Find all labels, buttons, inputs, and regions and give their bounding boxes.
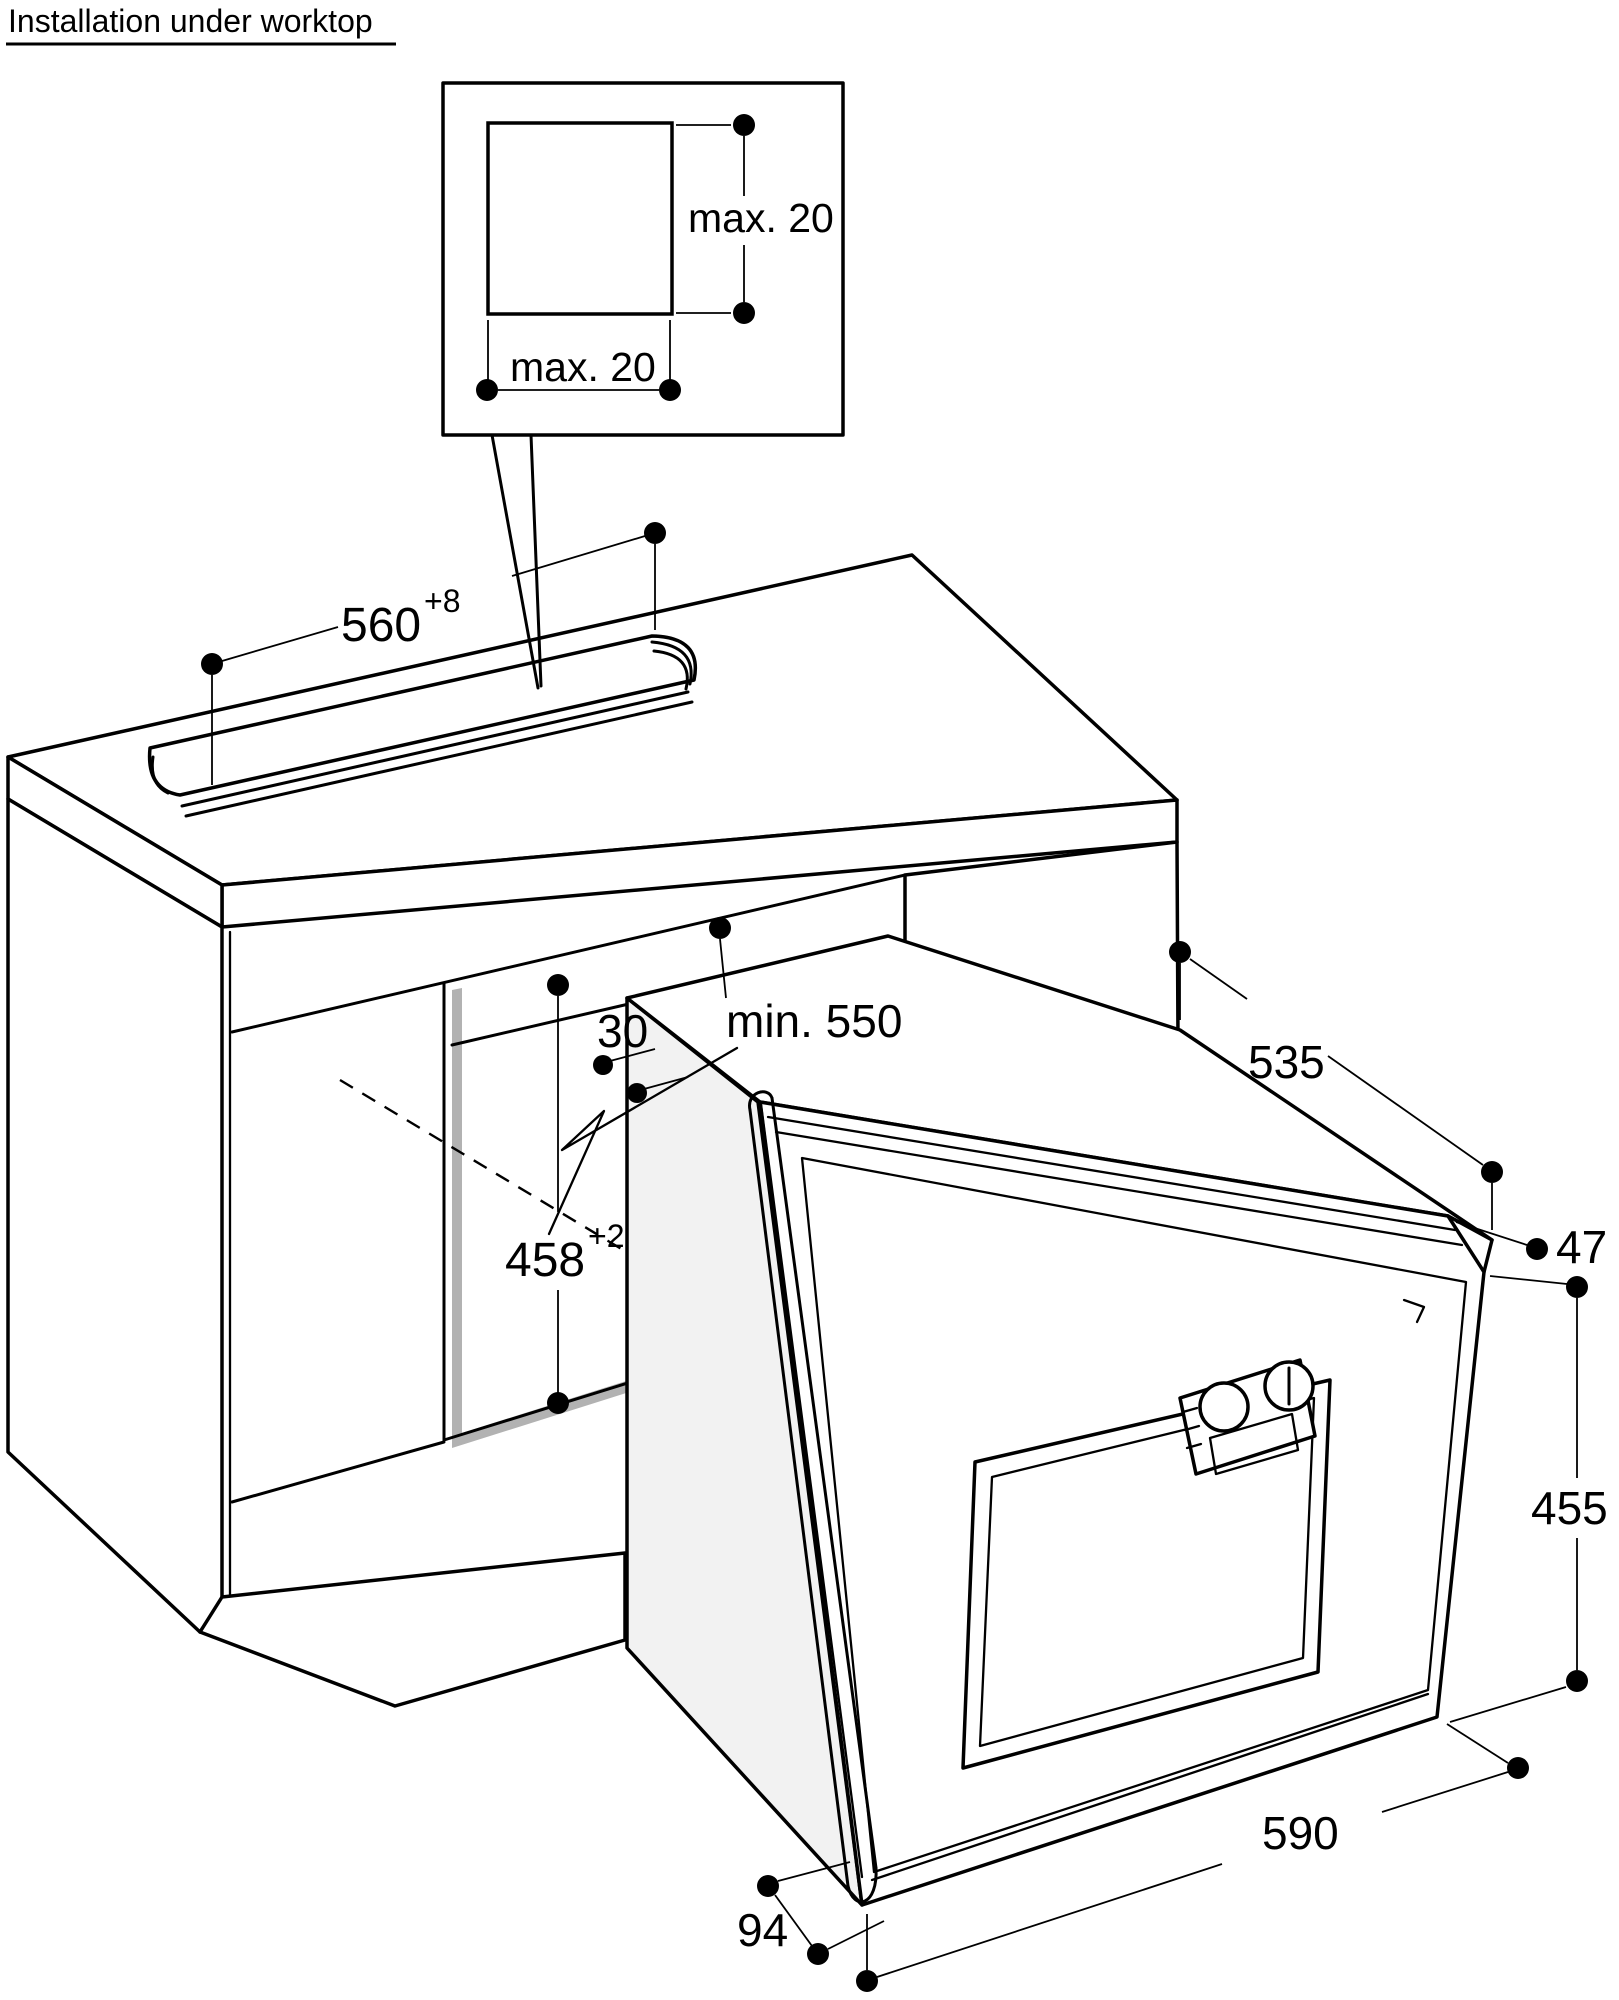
dim-endpoint-dot bbox=[1526, 1238, 1548, 1260]
dim-455-label: 455 bbox=[1531, 1482, 1608, 1534]
dim-min550-label: min. 550 bbox=[726, 995, 902, 1047]
dim-endpoint-dot bbox=[1566, 1276, 1588, 1298]
dim-max20-horizontal-label: max. 20 bbox=[510, 344, 656, 390]
dim-endpoint-dot bbox=[659, 379, 681, 401]
dim-endpoint-dot bbox=[709, 917, 731, 939]
dim-endpoint-dot bbox=[644, 522, 666, 544]
dim-endpoint-dot bbox=[1481, 1161, 1503, 1183]
door-seam bbox=[800, 1156, 1468, 1874]
left-module-bottom-edge bbox=[230, 1440, 446, 1504]
dim-min550-zigzag-leader bbox=[547, 1046, 739, 1236]
cabinet-plinth bbox=[198, 1551, 627, 1708]
dim-endpoint-dot bbox=[1566, 1670, 1588, 1692]
handle-bottom-cap bbox=[846, 1866, 878, 1904]
dim-47-label: 47 bbox=[1556, 1221, 1607, 1273]
handle-inner-edge bbox=[770, 1096, 878, 1870]
control-panel-display bbox=[1208, 1412, 1300, 1476]
dim-handle-clearance-94: 94 bbox=[737, 1861, 885, 1965]
cutout-left-curve bbox=[150, 755, 170, 795]
dim-endpoint-dot bbox=[856, 1970, 878, 1992]
dim-endpoint-dot bbox=[547, 1392, 569, 1414]
oven bbox=[625, 934, 1494, 1907]
dim-30-label: 30 bbox=[597, 1005, 648, 1057]
control-panel bbox=[1178, 1358, 1317, 1476]
callout-square bbox=[486, 121, 674, 316]
dim-560-label: 560 bbox=[341, 599, 421, 652]
niche-opening-top-edge bbox=[230, 873, 907, 1034]
dim-max20-vertical-label: max. 20 bbox=[688, 195, 834, 241]
callout-tail-left bbox=[490, 433, 540, 690]
dim-endpoint-dot bbox=[1507, 1757, 1529, 1779]
cutout-end-curve-2 bbox=[652, 649, 689, 691]
dim-endpoint-dot bbox=[201, 653, 223, 675]
cabinet-left-side bbox=[6, 797, 224, 1634]
dim-front-overhang-47: 47 bbox=[1455, 1221, 1607, 1298]
door-bottom-bevel bbox=[870, 1692, 1430, 1882]
detail-callout: max. 20 max. 20 bbox=[441, 81, 845, 690]
dim-max20-horizontal: max. 20 bbox=[476, 320, 681, 401]
dim-endpoint-dot bbox=[627, 1083, 647, 1103]
dim-458-sup: +2 bbox=[588, 1218, 624, 1254]
cutout-rebate-line-2 bbox=[184, 700, 694, 818]
dim-endpoint-dot bbox=[476, 379, 498, 401]
dim-endpoint-dot bbox=[593, 1055, 613, 1075]
dim-590-label: 590 bbox=[1262, 1807, 1339, 1859]
dim-niche-height-458: 458 +2 bbox=[505, 974, 624, 1414]
door-latch-notch bbox=[1402, 1298, 1426, 1324]
dim-endpoint-dot bbox=[807, 1943, 829, 1965]
dim-endpoint-dot bbox=[547, 974, 569, 996]
dim-endpoint-dot bbox=[733, 114, 755, 136]
door-handle bbox=[748, 1090, 878, 1904]
page-title: Installation under worktop bbox=[8, 3, 373, 39]
fascia-trim-line-1 bbox=[766, 1115, 1457, 1232]
fascia-trim-line-2 bbox=[774, 1130, 1464, 1247]
dim-oven-height-455: 455 bbox=[1449, 1298, 1608, 1723]
dim-max20-vertical: max. 20 bbox=[676, 114, 834, 324]
cutout-end-curve-1 bbox=[650, 640, 693, 686]
dim-458-label: 458 bbox=[505, 1234, 585, 1287]
hidden-edge-dashed-1 bbox=[339, 1078, 899, 1417]
dim-back-gap-30: 30 bbox=[593, 1005, 689, 1103]
dim-endpoint-dot bbox=[757, 1875, 779, 1897]
handle-mid-line bbox=[759, 1102, 864, 1879]
dim-oven-width-590: 590 bbox=[856, 1723, 1529, 1992]
callout-tail-right bbox=[529, 433, 543, 688]
control-panel-vents bbox=[1181, 1406, 1203, 1450]
dim-oven-depth-535: 535 bbox=[1169, 941, 1503, 1230]
dim-cutout-width-560: 560 +8 bbox=[201, 522, 666, 785]
dim-endpoint-dot bbox=[1169, 941, 1191, 963]
dim-535-label: 535 bbox=[1248, 1036, 1325, 1088]
dim-endpoint-dot bbox=[733, 302, 755, 324]
handle-top-cap bbox=[748, 1090, 774, 1112]
oven-knob-left bbox=[1198, 1381, 1250, 1433]
dim-560-sup: +8 bbox=[424, 583, 460, 619]
dim-94-label: 94 bbox=[737, 1904, 788, 1956]
dim-min-depth-550: min. 550 bbox=[547, 917, 902, 1236]
handle-outer-edge bbox=[748, 1108, 850, 1888]
cutout-rebate-line-1 bbox=[180, 690, 690, 808]
niche-left-cut-edge bbox=[452, 988, 462, 1436]
